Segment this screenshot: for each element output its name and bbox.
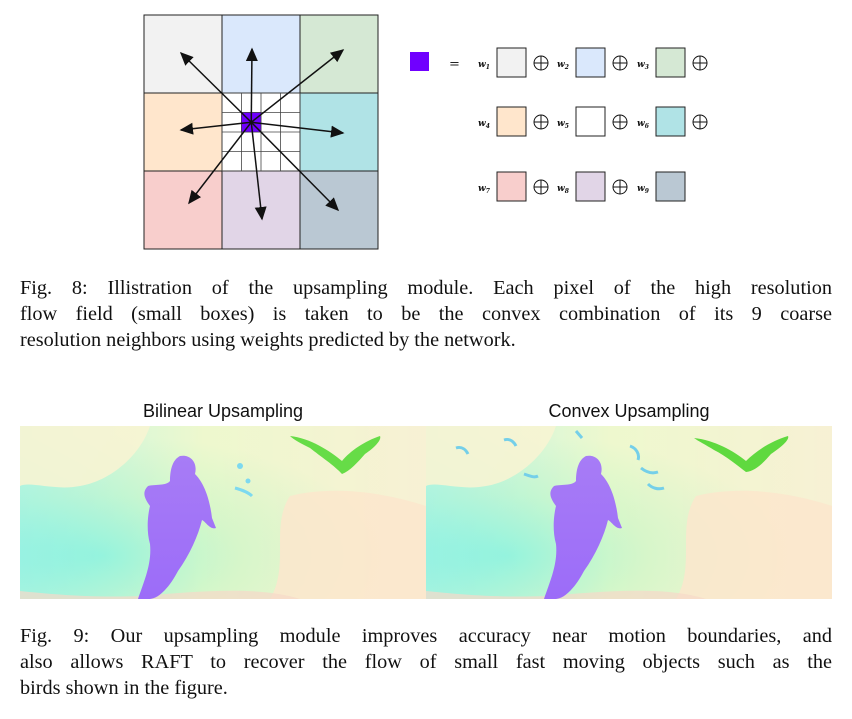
oplus-icon xyxy=(533,55,549,71)
oplus-icon xyxy=(533,114,549,130)
caption-line: resolution neighbors using weights predi… xyxy=(20,329,516,351)
oplus-icon xyxy=(612,179,628,195)
upsampling-diagram: = w1 w2 w3 w4 w5 w6 w7 w8 w9 xyxy=(143,14,708,250)
weight-label: w7 xyxy=(478,184,491,195)
caption-line: flow field (small boxes) is taken to be … xyxy=(20,303,832,325)
weight-box xyxy=(496,106,527,137)
weight-label: w1 xyxy=(478,60,490,71)
figure-9-caption: Fig. 9: Our upsampling module improves a… xyxy=(20,623,832,701)
caption-line: Fig. 9: Our upsampling module improves a… xyxy=(20,625,832,647)
panel-title-bilinear: Bilinear Upsampling xyxy=(142,401,304,421)
weight-box xyxy=(655,47,686,78)
weight-arrow xyxy=(179,121,252,135)
weight-box xyxy=(655,171,686,202)
oplus-icon xyxy=(692,55,708,71)
weight-box xyxy=(496,171,527,202)
weight-box xyxy=(496,47,527,78)
weight-arrow xyxy=(251,121,345,138)
weight-box xyxy=(655,106,686,137)
weight-arrow xyxy=(245,47,258,123)
weight-label: w2 xyxy=(557,60,569,71)
oplus-icon xyxy=(692,114,708,130)
weight-box xyxy=(575,171,606,202)
weight-arrow xyxy=(179,51,252,123)
weight-box xyxy=(575,106,606,137)
coarse-cell xyxy=(143,170,223,250)
coarse-cell xyxy=(221,14,301,94)
weight-arrow xyxy=(250,49,345,123)
weight-box xyxy=(575,47,606,78)
figure-8-caption: Fig. 8: Illistration of the upsampling m… xyxy=(20,275,832,353)
weight-label: w5 xyxy=(557,119,569,130)
weight-label: w3 xyxy=(637,60,649,71)
caption-line: birds shown in the figure. xyxy=(20,677,228,699)
equals-sign: = xyxy=(449,57,460,72)
weight-label: w6 xyxy=(637,119,650,130)
caption-line: Fig. 8: Illistration of the upsampling m… xyxy=(20,277,832,299)
panel-title-convex: Convex Upsampling xyxy=(548,401,710,421)
oplus-icon xyxy=(612,114,628,130)
oplus-icon xyxy=(533,179,549,195)
weight-label: w4 xyxy=(478,119,490,130)
weight-label: w8 xyxy=(557,184,570,195)
weight-arrow xyxy=(250,121,340,212)
weight-arrow xyxy=(188,121,252,205)
caption-line: also allows RAFT to recover the flow of … xyxy=(20,651,832,673)
weight-arrow xyxy=(250,122,267,221)
bilinear-flow-image xyxy=(20,426,426,599)
coarse-cell xyxy=(143,92,223,172)
weight-label: w9 xyxy=(637,184,650,195)
oplus-icon xyxy=(612,55,628,71)
convex-flow-image xyxy=(426,426,832,599)
output-pixel xyxy=(410,52,429,71)
